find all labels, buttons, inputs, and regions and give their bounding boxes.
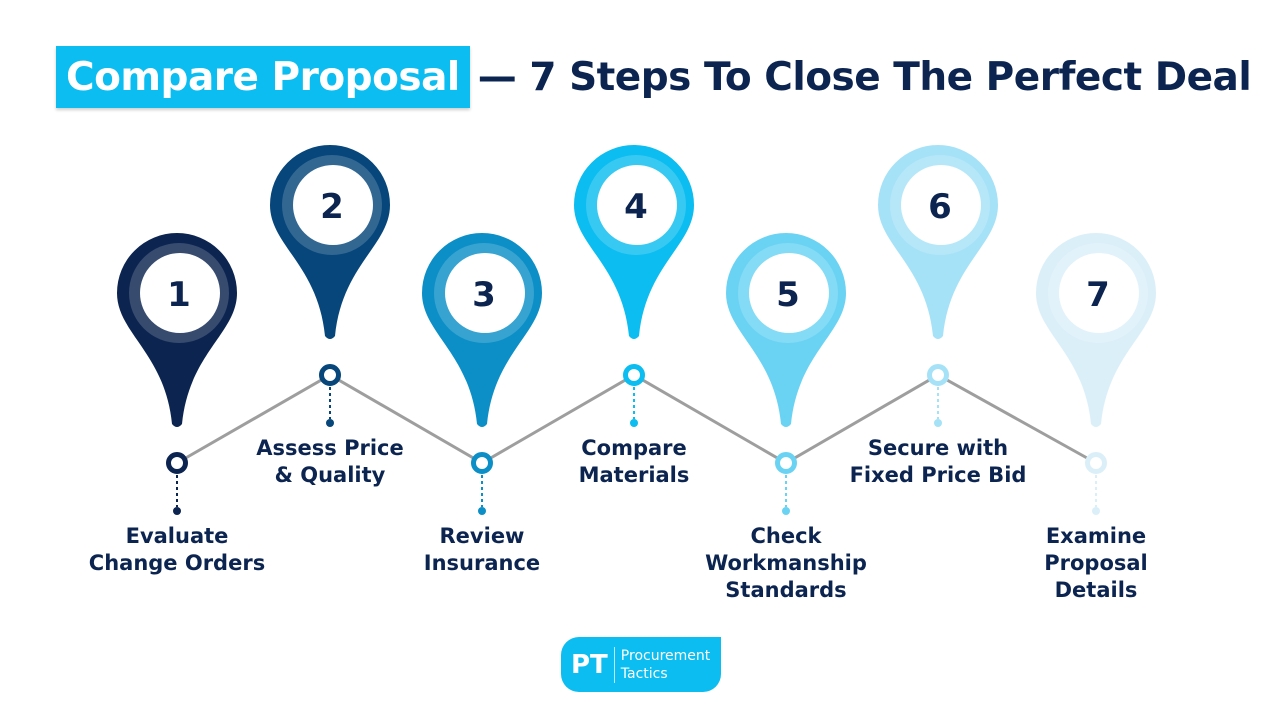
step-number: 5 [776, 275, 800, 315]
step-number: 3 [472, 275, 496, 315]
logo-initials: PT [571, 646, 615, 683]
step-6-pin: 6 [878, 145, 998, 427]
step-7-pin: 7 [1036, 233, 1156, 515]
step-number: 6 [928, 187, 952, 227]
step-4-pin: 4 [574, 145, 694, 427]
step-3-pin: 3 [422, 233, 542, 515]
step-number: 1 [167, 275, 191, 315]
step-number: 4 [624, 187, 648, 227]
title-highlight: Compare Proposal [56, 46, 470, 108]
step-number: 2 [320, 187, 344, 227]
step-2-pin: 2 [270, 145, 390, 427]
step-5-pin: 5 [726, 233, 846, 515]
procurement-tactics-logo: PT Procurement Tactics [561, 637, 721, 692]
title-subtitle: — 7 Steps To Close The Perfect Deal [477, 54, 1252, 100]
step-number: 7 [1086, 275, 1110, 315]
page-title: Compare Proposal — 7 Steps To Close The … [56, 46, 1252, 108]
step-1-pin: 1 [117, 233, 237, 515]
logo-name: Procurement Tactics [620, 647, 711, 682]
step-2-label: Assess Price& Quality [256, 436, 404, 487]
